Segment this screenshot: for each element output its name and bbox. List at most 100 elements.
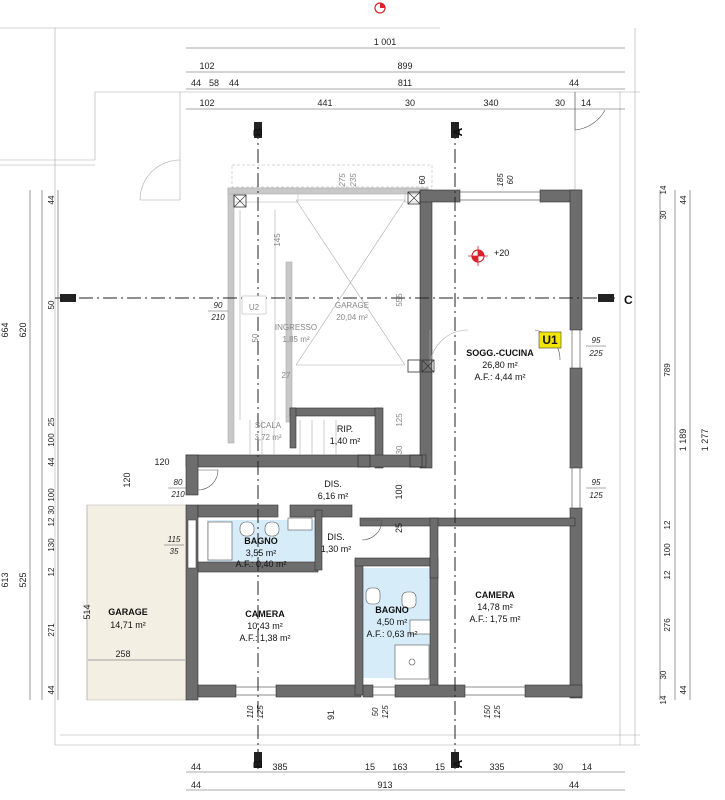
v-30: 30	[395, 445, 404, 454]
room-bagno2-af: A.F.: 0,63 m²	[366, 629, 417, 639]
op-235: 235	[349, 173, 358, 188]
dim-right-in-4: 276	[663, 618, 672, 632]
dim-top-r3-4: 30	[555, 98, 565, 108]
dim-left-mid-1: 525	[18, 572, 28, 587]
room-bagno2-name: BAGNO	[375, 605, 409, 615]
v-120a: 120	[154, 457, 169, 467]
dim-top-r1-0: 102	[199, 61, 214, 71]
dim-top-r2-1: 58	[209, 78, 219, 88]
room-labels: SOGG.-CUCINA 26,80 m² A.F.: 4,44 m² GARA…	[108, 301, 534, 643]
dim-left-in-1: 50	[47, 300, 56, 309]
dim-bot-r1-1: 385	[272, 762, 287, 772]
dim-top-r3-5: 14	[581, 98, 591, 108]
dim-top-r3-3: 340	[483, 98, 498, 108]
room-camera2-af: A.F.: 1,75 m²	[469, 614, 520, 624]
op-150-125: 125	[493, 705, 502, 719]
op-115: 115	[168, 535, 181, 544]
op-210: 210	[210, 313, 225, 322]
op-225: 225	[588, 349, 603, 358]
dim-top-r2-0: 44	[191, 78, 201, 88]
v-25: 25	[394, 523, 404, 533]
chimney-boxes	[233, 191, 435, 468]
dim-left-in-10: 271	[47, 623, 56, 637]
v-125: 125	[395, 413, 404, 427]
dim-right-in-2: 100	[663, 543, 672, 557]
v-100: 100	[394, 484, 404, 499]
windows	[187, 191, 581, 696]
dim-left-in-4: 44	[47, 457, 56, 466]
room-dis-main-name: DIS.	[324, 479, 342, 489]
room-bagno1-area: 3,55 m²	[246, 548, 277, 558]
dim-left-in-7: 12	[47, 517, 56, 526]
u2-badge	[241, 295, 267, 315]
section-lines	[55, 122, 615, 770]
dim-right-sm-4: 30	[659, 670, 668, 679]
room-bagno2-area: 4,50 m²	[377, 617, 408, 627]
op-95a: 95	[592, 336, 601, 345]
dim-top-r3-2: 30	[405, 98, 415, 108]
op-90: 90	[214, 301, 223, 310]
op-95b: 95	[592, 478, 601, 487]
v-120b: 120	[122, 472, 132, 487]
site-boundary	[0, 27, 640, 746]
room-camera1-name: CAMERA	[245, 609, 285, 619]
dim-right-in-1: 12	[663, 520, 672, 529]
elevation-label: +20	[494, 248, 509, 258]
v-27: 27	[282, 371, 291, 380]
op-80-210: 210	[170, 490, 185, 499]
op-110-125: 125	[256, 705, 265, 719]
room-ingresso-area: 1,85 m²	[282, 335, 309, 344]
op-275: 275	[338, 173, 347, 188]
section-c-label: C	[624, 293, 633, 307]
room-bagno1-name: BAGNO	[244, 536, 278, 546]
op-60: 60	[506, 175, 515, 184]
op-50: 50	[371, 707, 380, 716]
v-555: 555	[395, 293, 404, 307]
dim-top-r2-4: 44	[569, 78, 579, 88]
room-camera1-af: A.F.: 1,38 m²	[239, 633, 290, 643]
u1-label: U1	[542, 333, 558, 347]
op-110: 110	[246, 705, 255, 718]
dim-bot-r2-1: 913	[377, 780, 392, 790]
opening-notes: 90 210 80 210 115 35 95 225 95 125 110 1…	[82, 173, 606, 720]
op-50-125: 125	[381, 705, 390, 719]
v-50: 50	[251, 333, 260, 342]
dimension-texts: 1 001 102 899 44 58 44 811 44 102 441 30…	[0, 37, 710, 790]
room-camera1-area: 10,43 m²	[247, 621, 283, 631]
dim-bot-r1-2: 15	[365, 762, 375, 772]
op-185: 185	[496, 173, 505, 187]
dim-bot-r1-5: 335	[489, 762, 504, 772]
dim-left-in-2: 100	[47, 433, 56, 447]
room-soggiorno-af: A.F.: 4,44 m²	[474, 372, 525, 382]
v-258: 258	[115, 649, 130, 659]
dim-top-r3-0: 102	[199, 98, 214, 108]
dim-bot-r2-0: 44	[191, 780, 201, 790]
dim-bot-r1-7: 14	[582, 762, 592, 772]
garage-left-area	[86, 504, 188, 701]
u2-label: U2	[249, 303, 260, 312]
dimension-lines	[29, 47, 691, 791]
dim-left-in-11: 44	[47, 685, 56, 694]
dim-left-in-5: 100	[47, 488, 56, 502]
dim-right-sm-3: 14	[659, 695, 668, 704]
dim-right-outer: 1 277	[700, 429, 710, 452]
dim-left-in-9: 12	[47, 567, 56, 576]
dim-left-in-3: 25	[47, 417, 56, 426]
dim-right-mid: 1 189	[678, 429, 688, 452]
dim-left-mid-0: 620	[18, 322, 28, 337]
dim-right-sm-0: 14	[659, 185, 668, 194]
dim-left-in-0: 44	[47, 195, 56, 204]
section-b-top: B	[251, 127, 265, 136]
room-scala-area: 3,72 m²	[254, 433, 281, 442]
room-rip-area: 1,40 m²	[330, 436, 361, 446]
dim-top-r2-3: 811	[398, 78, 412, 88]
op-80: 80	[174, 478, 183, 487]
v-60: 60	[418, 175, 427, 184]
section-b-bottom: B	[251, 759, 265, 768]
dim-left-outer-1: 613	[0, 572, 10, 587]
room-garage-upper-area: 20,04 m²	[336, 313, 368, 322]
bathroom-fixtures	[207, 517, 431, 680]
dim-left-in-6: 30	[47, 505, 56, 514]
room-soggiorno-name: SOGG.-CUCINA	[466, 348, 534, 358]
